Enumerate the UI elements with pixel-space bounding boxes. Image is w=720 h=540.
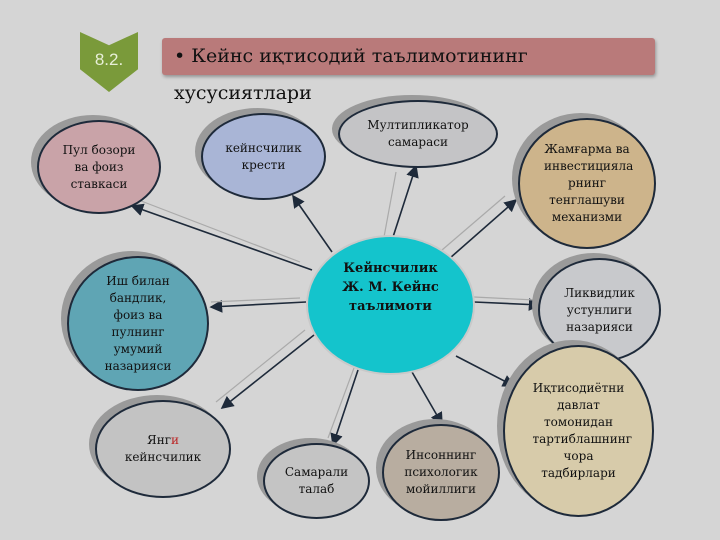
node-multiplier: Мултипликатор самараси — [338, 100, 498, 168]
arrow-yangi — [220, 334, 315, 409]
node-money-market: Пул бозори ва фоиз ставкаси — [37, 120, 161, 214]
node-label: Мултипликатор самараси — [367, 118, 469, 149]
center-node: Кейнсчилик Ж. М. Кейнс таълимоти — [308, 237, 473, 373]
arrow-iqtisod — [455, 355, 516, 387]
slide-title: • Кейнс иқтисодий таълимотининг хусусият… — [162, 38, 655, 104]
arrow-inson — [411, 371, 443, 426]
node-label: Янги кейнсчилик — [118, 432, 208, 466]
node-psychological-propensity: Инсоннинг психологик мойиллиги — [382, 424, 500, 521]
node-label: Самарали талаб — [284, 465, 349, 496]
label-part: Янг — [147, 433, 171, 447]
arrow-ish — [209, 300, 307, 313]
arrow-pul — [130, 203, 313, 271]
node-general-theory: Иш билан бандлик, фоиз ва пулнинг умумий… — [67, 256, 209, 391]
node-keynesian-cross: кейнсчилик крести — [201, 113, 326, 200]
node-label: Жамғарма ва инвестицияла рнинг тенглашув… — [544, 142, 634, 224]
arrow-krest — [292, 194, 333, 253]
arrow-mult — [392, 164, 419, 238]
node-liquidity: Ликвидлик устунлиги назарияси — [538, 258, 661, 362]
node-state-regulation: Иқтисодиётни давлат томонидан тартиблашн… — [503, 345, 654, 517]
section-number: 8.2. — [94, 50, 124, 69]
node-effective-demand: Самарали талаб — [263, 443, 370, 519]
label-part-red: и — [170, 433, 179, 447]
node-label: Пул бозори ва фоиз ставкаси — [62, 142, 136, 191]
node-label: Инсоннинг психологик мойиллиги — [404, 448, 478, 496]
title-text: Кейнс иқтисодий таълимотининг хусусиятла… — [174, 45, 528, 104]
arrow-samarali — [330, 369, 359, 447]
center-line-1: Кейнсчилик — [343, 261, 438, 276]
center-line-2: Ж. М. Кейнс — [342, 280, 439, 295]
arrow-jamgarma — [449, 198, 518, 259]
node-label: Иқтисодиётни давлат томонидан тартиблашн… — [532, 381, 633, 480]
node-label: кейнсчилик крести — [225, 140, 302, 172]
node-label: Ликвидлик устунлиги назарияси — [564, 285, 635, 334]
node-label: Иш билан бандлик, фоиз ва пулнинг умумий… — [104, 273, 172, 373]
node-new-keynesian: Янги кейнсчилик — [95, 400, 231, 498]
arrow-likvid — [473, 298, 542, 311]
node-savings-investment: Жамғарма ва инвестицияла рнинг тенглашув… — [518, 118, 656, 249]
center-line-3: таълимоти — [349, 299, 432, 314]
label-part: кейнсчилик — [124, 450, 202, 464]
